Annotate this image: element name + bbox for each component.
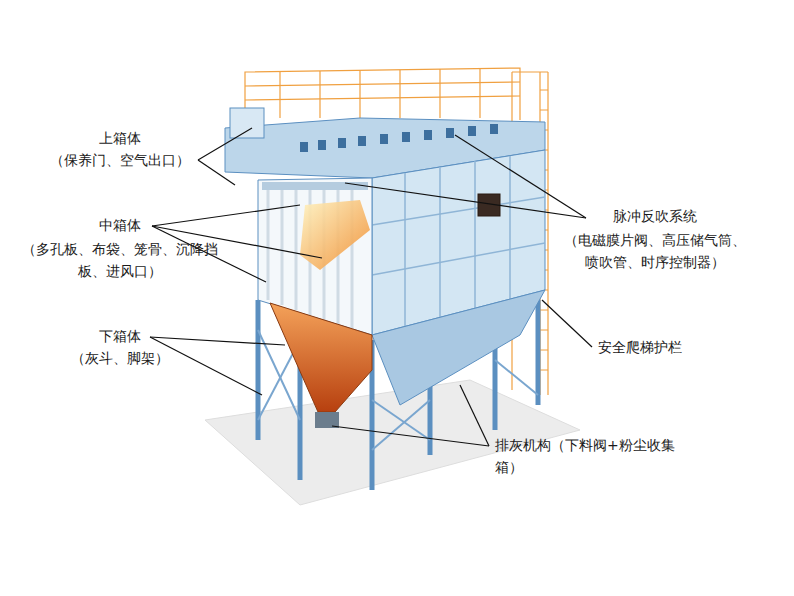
part-label: （电磁膜片阀、高压储气筒、喷吹管、时序控制器） — [558, 229, 752, 273]
part-label: 下箱体 — [60, 325, 180, 347]
part-label: （多孔板、布袋、笼骨、沉降挡板、进风口） — [18, 238, 222, 282]
part-label: （保养门、空气出口） — [25, 149, 215, 171]
part-label: 中箱体 — [60, 214, 180, 236]
part-label: （灰斗、脚架） — [60, 347, 180, 369]
part-label: 脉冲反吹系统 — [555, 205, 755, 227]
part-label: 排灰机构（下料阀+粉尘收集箱） — [495, 434, 700, 478]
part-label: 安全爬梯护栏 — [598, 336, 728, 358]
part-label: 上箱体 — [60, 127, 180, 149]
